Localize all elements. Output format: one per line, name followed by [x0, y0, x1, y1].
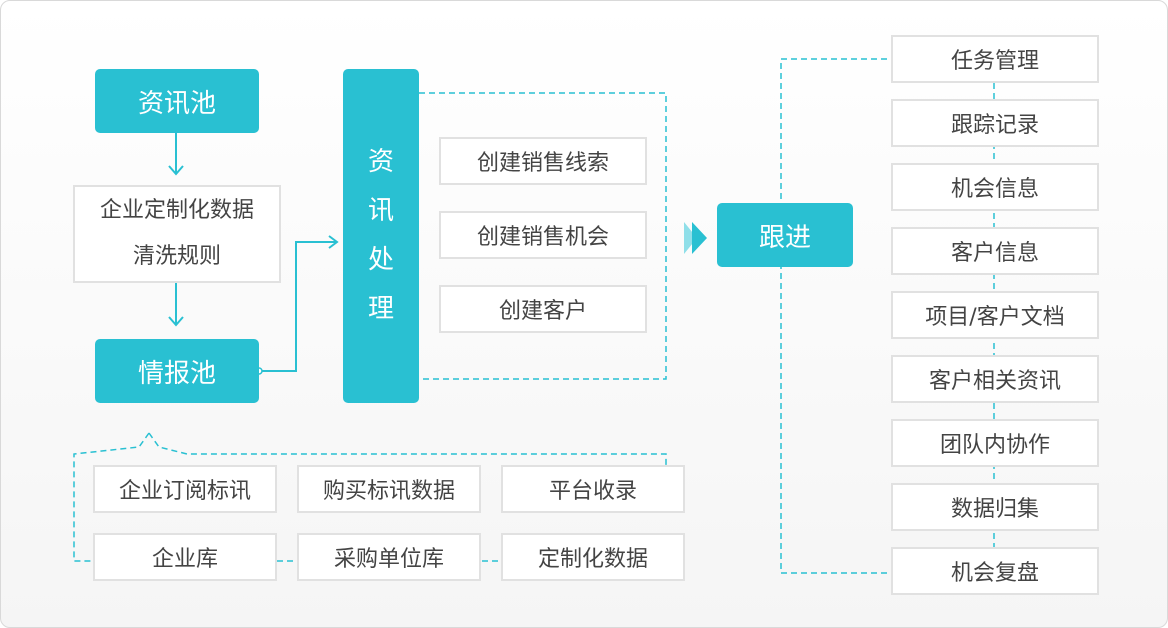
action-label: 创建客户	[498, 299, 587, 324]
follow-item: 客户相关资讯	[891, 355, 1099, 403]
processing-char-1: 资	[367, 147, 394, 177]
news-pool-box: 资讯池	[95, 69, 259, 133]
follow-item-label: 任务管理	[950, 49, 1039, 74]
follow-item: 客户信息	[891, 227, 1099, 275]
cleaning-rules-box: 企业定制化数据 清洗规则	[73, 185, 281, 283]
news-pool-label: 资讯池	[137, 88, 216, 119]
follow-item-label: 团队内协作	[939, 433, 1050, 458]
source-item: 企业库	[93, 533, 277, 581]
follow-item-label: 跟踪记录	[950, 113, 1039, 138]
follow-item-label: 机会信息	[950, 177, 1039, 202]
processing-bracket	[419, 92, 667, 380]
source-item: 企业订阅标讯	[93, 465, 277, 513]
follow-item-label: 项目/客户文档	[925, 305, 1065, 330]
cleaning-line-1: 企业定制化数据	[99, 198, 254, 223]
source-label: 平台收录	[548, 479, 637, 504]
source-item: 定制化数据	[501, 533, 685, 581]
follow-item: 数据归集	[891, 483, 1099, 531]
source-label: 定制化数据	[537, 547, 648, 572]
info-processing-box: 资 讯 处 理	[343, 69, 419, 403]
follow-item-label: 客户信息	[950, 241, 1039, 266]
source-label: 企业库	[151, 547, 218, 572]
followup-bracket	[780, 58, 887, 574]
follow-item: 跟踪记录	[891, 99, 1099, 147]
follow-item: 项目/客户文档	[891, 291, 1099, 339]
action-create-customer: 创建客户	[439, 285, 647, 333]
follow-item: 团队内协作	[891, 419, 1099, 467]
action-label: 创建销售机会	[476, 225, 609, 250]
follow-item-label: 客户相关资讯	[928, 369, 1061, 394]
source-label: 采购单位库	[333, 547, 444, 572]
processing-char-3: 处	[367, 245, 394, 275]
chevron-right-icon	[684, 222, 697, 254]
action-create-opportunity: 创建销售机会	[439, 211, 647, 259]
source-item: 平台收录	[501, 465, 685, 513]
intel-pool-label: 情报池	[137, 358, 216, 389]
source-label: 购买标讯数据	[322, 479, 455, 504]
arrow-intel-to-processing	[262, 241, 337, 372]
follow-up-label: 跟进	[758, 222, 811, 253]
action-create-lead: 创建销售线索	[439, 137, 647, 185]
follow-item: 机会信息	[891, 163, 1099, 211]
follow-item-label: 机会复盘	[950, 561, 1039, 586]
action-label: 创建销售线索	[476, 151, 609, 176]
follow-item: 机会复盘	[891, 547, 1099, 595]
source-label: 企业订阅标讯	[118, 479, 251, 504]
processing-char-2: 讯	[367, 196, 394, 226]
cleaning-line-2: 清洗规则	[132, 244, 221, 269]
follow-item-label: 数据归集	[950, 497, 1039, 522]
follow-up-box: 跟进	[717, 203, 853, 267]
follow-item: 任务管理	[891, 35, 1099, 83]
source-item: 采购单位库	[297, 533, 481, 581]
intel-pool-box: 情报池	[95, 339, 259, 403]
processing-char-4: 理	[367, 294, 394, 324]
source-item: 购买标讯数据	[297, 465, 481, 513]
